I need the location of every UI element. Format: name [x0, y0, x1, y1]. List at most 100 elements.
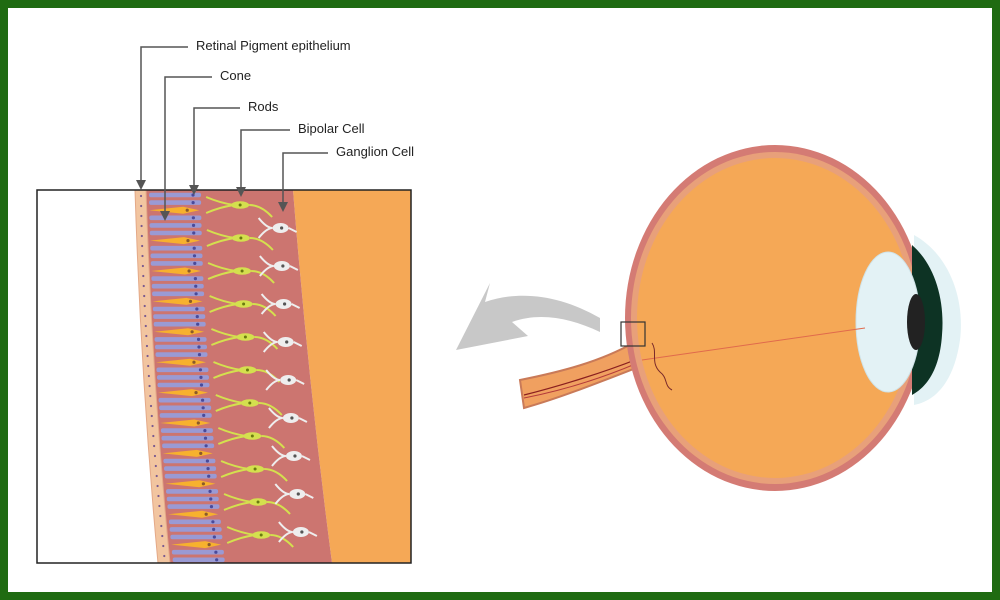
rod-nucleus	[193, 261, 197, 265]
cone-cell	[149, 237, 200, 245]
pigment-epithelium-cells	[139, 194, 166, 558]
ganglion-axon	[295, 379, 305, 385]
pigment-cell	[145, 334, 148, 338]
optic-nerve	[518, 340, 643, 410]
cone-nucleus	[194, 391, 198, 395]
rod-cell	[152, 291, 205, 297]
rod-nucleus	[202, 413, 206, 417]
pointer-rpe	[140, 46, 188, 181]
rod-nucleus	[195, 307, 199, 311]
iris	[912, 245, 943, 395]
ganglion-dendrite	[260, 293, 276, 315]
pigment-cell	[157, 494, 160, 498]
rod-nucleus	[207, 474, 211, 478]
cone-cell	[165, 480, 216, 488]
pigment-cell	[142, 274, 145, 278]
pigment-cell	[145, 344, 149, 348]
pointer-arrowheads	[136, 180, 288, 221]
pigment-cell	[158, 504, 161, 508]
cone-cell	[151, 267, 202, 275]
pigment-cell	[152, 434, 155, 438]
bipolar-axon	[266, 501, 291, 515]
rod-cell	[151, 283, 204, 289]
pigment-cell	[140, 214, 143, 218]
bipolar-nucleus	[253, 467, 257, 471]
pigment-cell	[143, 304, 146, 308]
rod-cell	[156, 375, 209, 380]
rod-nucleus	[199, 383, 204, 387]
rod-cell	[149, 230, 202, 236]
eyeball-cross-section-icon	[518, 145, 961, 491]
curved-arrow-left-icon	[456, 283, 600, 350]
rod-cell	[158, 397, 211, 403]
pigment-cell	[153, 454, 157, 458]
rod-cell	[149, 223, 202, 228]
cone-nucleus	[204, 512, 208, 516]
bipolar-axon	[261, 435, 286, 449]
rod-nucleus	[204, 444, 208, 448]
bipolar-nucleus	[245, 368, 249, 372]
rod-cell	[166, 489, 219, 494]
ganglion-axon	[288, 227, 298, 233]
optic-vessel	[523, 357, 641, 396]
vitreous-region	[293, 190, 411, 563]
rod-cell	[168, 519, 221, 525]
cone-cell	[171, 541, 222, 549]
ganglion-nucleus	[290, 416, 294, 420]
cone-nucleus	[188, 299, 193, 303]
retina-detail-panel	[36, 189, 412, 564]
pigment-cell	[147, 364, 150, 368]
rod-nucleus	[194, 284, 198, 288]
pointer-ganglion	[282, 152, 328, 203]
rod-cell	[164, 473, 217, 479]
ganglion-dendrite	[259, 255, 274, 277]
cone-nucleus	[185, 208, 189, 212]
rod-cell	[152, 306, 205, 312]
label-cone: Cone	[220, 68, 252, 83]
rod-nucleus	[192, 231, 196, 235]
bipolar-axon	[264, 468, 288, 482]
vitreous-body	[637, 158, 913, 478]
cone-cell	[149, 206, 200, 214]
rod-cell	[151, 276, 204, 281]
cone-nucleus	[192, 360, 196, 364]
rod-cell	[149, 215, 202, 221]
pigment-cell	[151, 424, 154, 428]
bipolar-axon	[254, 336, 279, 350]
cone-nucleus	[190, 330, 194, 334]
ganglion-nucleus	[287, 378, 291, 382]
bipolar-axon	[249, 237, 274, 251]
pigment-cell	[147, 374, 150, 378]
rod-cell	[159, 413, 212, 418]
arrowhead-rods	[189, 185, 199, 195]
rod-nucleus	[214, 550, 218, 554]
rod-cell	[150, 253, 203, 259]
ganglion-nucleus	[285, 340, 289, 344]
rod-cell	[160, 428, 213, 433]
rod-nucleus	[195, 315, 199, 319]
rod-cell	[149, 192, 202, 198]
pigment-cell	[153, 444, 156, 448]
ganglion-dendrite	[274, 483, 290, 505]
rod-cell	[167, 504, 220, 509]
rod-nucleus	[196, 337, 201, 341]
pigment-cell	[140, 224, 143, 228]
ganglion-axon	[304, 493, 314, 499]
cone-cell	[154, 328, 205, 336]
rod-cell	[166, 496, 219, 502]
pigment-cell	[160, 524, 163, 528]
cone-nucleus	[207, 543, 211, 547]
bipolar-nucleus	[242, 302, 246, 306]
cone-nucleus	[186, 239, 190, 243]
pigment-cell	[143, 294, 146, 298]
pigment-cell	[141, 244, 144, 248]
ganglion-nucleus	[281, 264, 285, 268]
label-pointer-lines	[140, 46, 328, 212]
rod-nucleus	[199, 375, 203, 379]
cone-nucleus	[187, 269, 191, 273]
bipolar-axon	[258, 402, 283, 416]
label-rods: Rods	[248, 99, 279, 114]
arrowhead-cone	[160, 211, 170, 221]
pigment-cell	[154, 464, 157, 468]
pigment-cell	[150, 414, 153, 418]
